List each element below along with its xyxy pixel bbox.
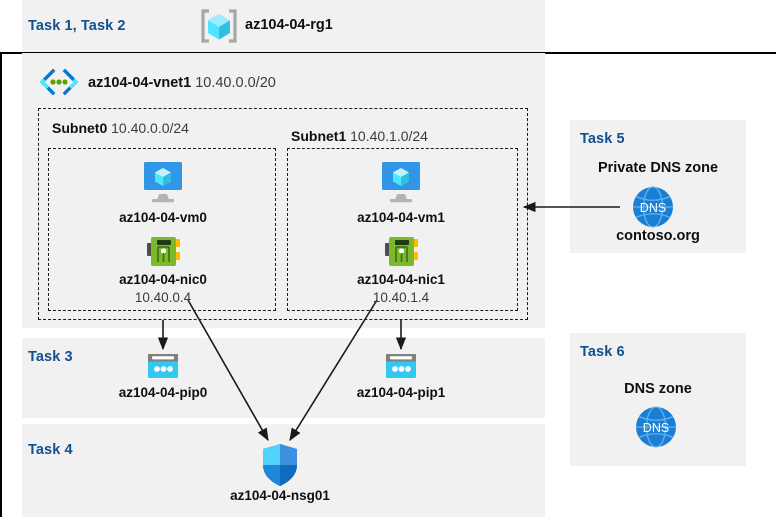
public-ip-address-icon <box>145 352 181 382</box>
arrow-nic1-to-nsg <box>289 299 378 442</box>
pip0-name: az104-04-pip0 <box>118 385 208 400</box>
subnet1-label: Subnet1 10.40.1.0/24 <box>291 128 428 144</box>
network-interface-icon <box>145 235 183 269</box>
subnet0-box <box>48 148 276 311</box>
dns-zone-icon: DNS <box>634 405 678 449</box>
dns-zone-icon: DNS <box>631 185 675 229</box>
nsg-name: az104-04-nsg01 <box>230 488 330 503</box>
dns-zone-heading: DNS zone <box>624 381 692 397</box>
arrow-nic0-to-nsg <box>187 299 269 442</box>
subnets-container <box>38 108 528 320</box>
virtual-machine-icon <box>136 160 190 205</box>
network-security-group-icon <box>261 443 299 488</box>
vnet-panel <box>22 53 545 328</box>
task-label-1-2: Task 1, Task 2 <box>28 18 126 34</box>
vnet-address-space: 10.40.0.0/20 <box>195 75 276 91</box>
public-ip-address-icon <box>383 352 419 382</box>
nic1-name: az104-04-nic1 <box>357 272 445 287</box>
vm0-name: az104-04-vm0 <box>119 210 207 225</box>
virtual-network-icon <box>36 66 82 98</box>
task-label-3: Task 3 <box>28 349 73 365</box>
pip1-name: az104-04-pip1 <box>356 385 446 400</box>
nic0-name: az104-04-nic0 <box>119 272 207 287</box>
subnet0-label: Subnet0 10.40.0.0/24 <box>52 120 189 136</box>
private-dns-zone-name: contoso.org <box>616 228 700 244</box>
subnet0-name: Subnet0 <box>52 120 108 136</box>
vnet-title: az104-04-vnet1 10.40.0.0/20 <box>88 74 276 92</box>
task3-panel <box>22 338 545 418</box>
vnet-name: az104-04-vnet1 <box>88 75 192 91</box>
subnet1-prefix: 10.40.1.0/24 <box>350 128 428 144</box>
vm1-name: az104-04-vm1 <box>357 210 445 225</box>
task-label-5: Task 5 <box>580 131 625 147</box>
nic1-ip: 10.40.1.4 <box>372 290 430 305</box>
resource-group-frame-left-edge <box>0 52 2 517</box>
task-label-6: Task 6 <box>580 344 625 360</box>
subnet1-box <box>287 148 518 311</box>
task5-panel <box>570 120 746 253</box>
private-dns-zone-heading: Private DNS zone <box>597 160 719 176</box>
subnet0-prefix: 10.40.0.0/24 <box>111 120 189 136</box>
dns-icon-text: DNS <box>643 421 669 435</box>
network-interface-icon <box>383 235 421 269</box>
resource-group-name: az104-04-rg1 <box>245 17 333 33</box>
resource-group-icon <box>199 7 239 45</box>
resource-group-header-panel <box>22 0 545 53</box>
nic0-ip: 10.40.0.4 <box>134 290 192 305</box>
subnet1-name: Subnet1 <box>291 128 347 144</box>
dns-icon-text: DNS <box>640 201 666 215</box>
task-label-4: Task 4 <box>28 442 73 458</box>
virtual-machine-icon <box>374 160 428 205</box>
